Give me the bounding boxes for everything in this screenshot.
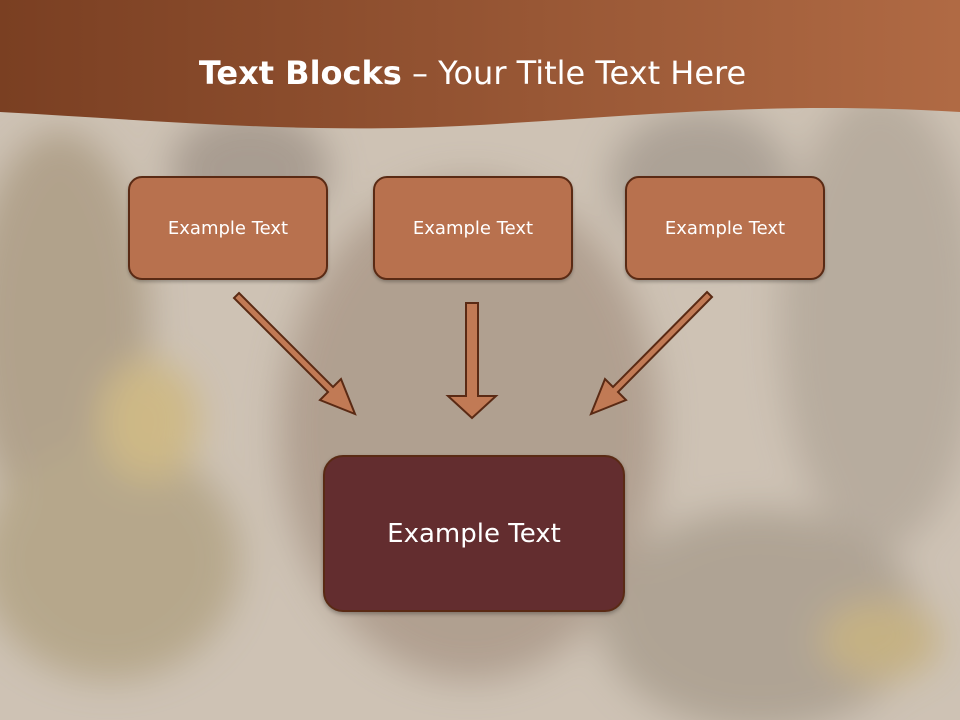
text-block-2-label: Example Text — [412, 217, 534, 239]
title-dash: – — [401, 54, 439, 92]
arrow-middle-shape — [445, 302, 499, 420]
text-block-1-label: Example Text — [167, 217, 289, 239]
text-block-1[interactable]: Example Text — [128, 176, 328, 280]
target-block-label: Example Text — [387, 518, 561, 549]
slide-title: Text Blocks – Your Title Text Here — [0, 54, 945, 92]
header-band — [0, 0, 960, 129]
arrow-right-shape — [589, 290, 714, 416]
arrow-left-shape — [232, 291, 357, 416]
target-block[interactable]: Example Text — [323, 455, 625, 612]
title-rest: Your Title Text Here — [438, 54, 747, 92]
title-bold: Text Blocks — [198, 54, 402, 92]
text-block-3[interactable]: Example Text — [625, 176, 825, 280]
text-block-3-label: Example Text — [664, 217, 786, 239]
text-block-2[interactable]: Example Text — [373, 176, 573, 280]
